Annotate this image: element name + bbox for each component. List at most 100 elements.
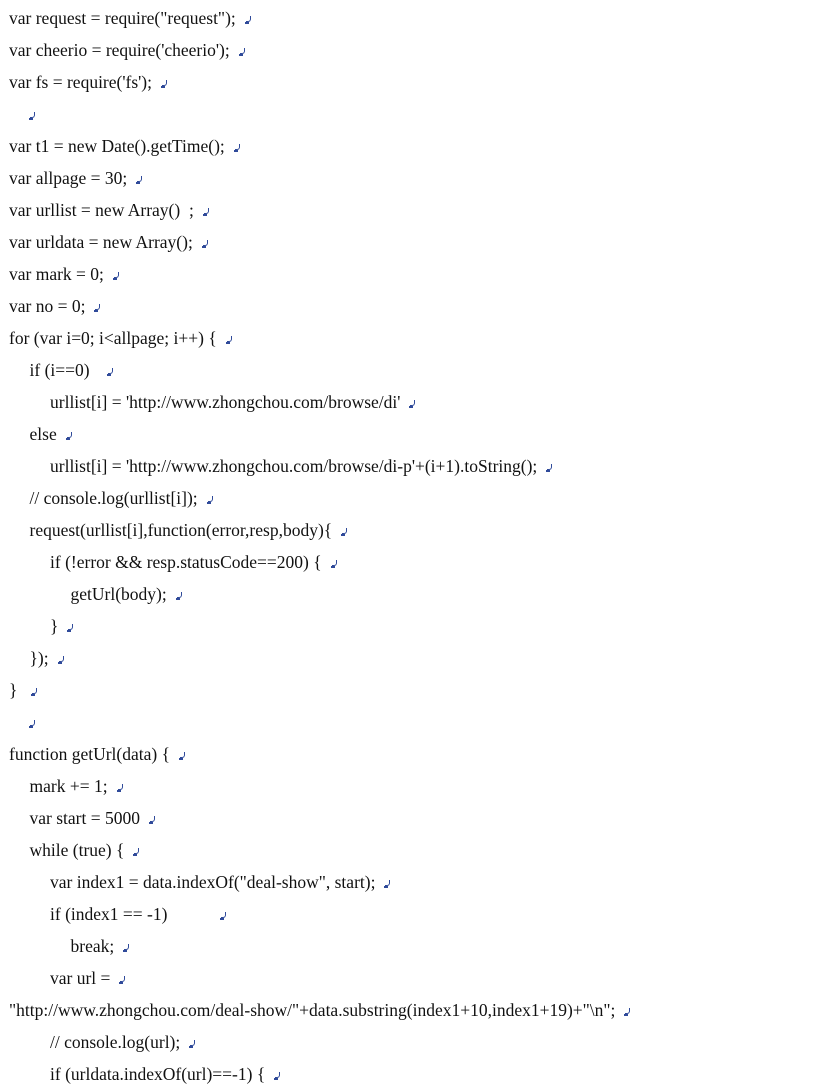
code-line: var mark = 0; [9,258,120,290]
code-text: mark += 1; [29,776,108,796]
code-text: getUrl(body); [70,584,167,604]
line-break-mark-icon [409,398,416,410]
code-text: var start = 5000 [29,808,140,828]
line-break-mark-icon [119,974,126,986]
line-break-mark-icon [94,302,101,314]
code-text: var urllist = new Array() ; [9,200,194,220]
code-line: } [9,674,38,706]
line-break-mark-icon [65,430,73,442]
code-line: "http://www.zhongchou.com/deal-show/"+da… [9,994,631,1026]
code-text: else [29,424,57,444]
code-line: while (true) { [30,834,141,866]
line-break-mark-icon [238,46,246,58]
line-break-mark-icon [206,494,214,506]
code-line: mark += 1; [30,770,124,802]
code-line: var request = require("request"); [9,2,252,34]
line-break-mark-icon [123,942,130,954]
code-text: while (true) { [29,840,125,860]
code-line: } [50,610,74,642]
code-line: for (var i=0; i<allpage; i++) { [9,322,233,354]
line-break-mark-icon [546,462,553,474]
line-break-mark-icon [107,366,114,378]
code-text: break; [70,936,115,956]
line-break-mark-icon [116,782,124,794]
code-line: var no = 0; [9,290,101,322]
code-line [9,98,36,130]
code-text: for (var i=0; i<allpage; i++) { [9,328,217,348]
code-line: request(urllist[i],function(error,resp,b… [30,514,349,546]
code-text: var no = 0; [9,296,86,316]
code-text: if (index1 == -1) [50,904,212,924]
code-text: if (!error && resp.statusCode==200) { [50,552,322,572]
code-text: urllist[i] = 'http://www.zhongchou.com/b… [50,392,401,412]
code-text: var t1 = new Date().getTime(); [9,136,225,156]
code-line: if (index1 == -1) [50,898,227,930]
code-line: var urllist = new Array() ; [9,194,210,226]
code-line: if (i==0) [30,354,115,386]
line-break-mark-icon [30,686,38,698]
code-text: var allpage = 30; [9,168,128,188]
code-line: var cheerio = require('cheerio'); [9,34,246,66]
line-break-mark-icon [148,814,156,826]
line-break-mark-icon [136,174,143,186]
code-line: var fs = require('fs'); [9,66,168,98]
code-text: // console.log(url); [50,1032,181,1052]
code-line: urllist[i] = 'http://www.zhongchou.com/b… [50,450,553,482]
code-text: var cheerio = require('cheerio'); [9,40,230,60]
line-break-mark-icon [624,1006,631,1018]
line-break-mark-icon [161,78,168,90]
line-break-mark-icon [201,238,209,250]
code-line: break; [71,930,131,962]
line-break-mark-icon [67,622,74,634]
line-break-mark-icon [220,910,227,922]
line-break-mark-icon [202,206,210,218]
code-line: getUrl(body); [71,578,183,610]
line-break-mark-icon [29,718,36,730]
line-break-mark-icon [189,1038,196,1050]
code-text: var url = [50,968,111,988]
code-text: urllist[i] = 'http://www.zhongchou.com/b… [50,456,538,476]
code-text: var mark = 0; [9,264,104,284]
code-line: else [30,418,73,450]
code-text: var fs = require('fs'); [9,72,152,92]
code-line: urllist[i] = 'http://www.zhongchou.com/b… [50,386,416,418]
line-break-mark-icon [29,110,36,122]
code-text: request(urllist[i],function(error,resp,b… [29,520,333,540]
line-break-mark-icon [274,1070,281,1082]
code-viewer: var request = require("request"); var che… [9,0,825,1090]
line-break-mark-icon [244,14,252,26]
code-line: // console.log(url); [50,1026,196,1058]
code-text: var urldata = new Array(); [9,232,193,252]
code-text: var request = require("request"); [9,8,236,28]
line-break-mark-icon [225,334,233,346]
line-break-mark-icon [330,558,338,570]
line-break-mark-icon [175,590,183,602]
code-line: if (!error && resp.statusCode==200) { [50,546,338,578]
code-line: function getUrl(data) { [9,738,186,770]
code-text: }); [29,648,49,668]
code-text: "http://www.zhongchou.com/deal-show/"+da… [9,1000,616,1020]
line-break-mark-icon [178,750,186,762]
code-line: var allpage = 30; [9,162,143,194]
line-break-mark-icon [233,142,241,154]
code-text: var index1 = data.indexOf("deal-show", s… [50,872,376,892]
code-text: } [50,616,59,636]
code-text: if (i==0) [29,360,99,380]
code-line: // console.log(urllist[i]); [30,482,214,514]
code-line: if (urldata.indexOf(url)==-1) { [50,1058,281,1090]
code-line: var index1 = data.indexOf("deal-show", s… [50,866,391,898]
code-line: var t1 = new Date().getTime(); [9,130,241,162]
code-line: var start = 5000 [30,802,156,834]
code-line: var url = [50,962,126,994]
code-text: // console.log(urllist[i]); [29,488,198,508]
line-break-mark-icon [57,654,65,666]
code-line: var urldata = new Array(); [9,226,209,258]
line-break-mark-icon [341,526,348,538]
code-text: if (urldata.indexOf(url)==-1) { [50,1064,266,1084]
line-break-mark-icon [133,846,140,858]
code-line [9,706,36,738]
line-break-mark-icon [112,270,120,282]
code-text: function getUrl(data) { [9,744,170,764]
line-break-mark-icon [384,878,391,890]
code-line: }); [30,642,65,674]
